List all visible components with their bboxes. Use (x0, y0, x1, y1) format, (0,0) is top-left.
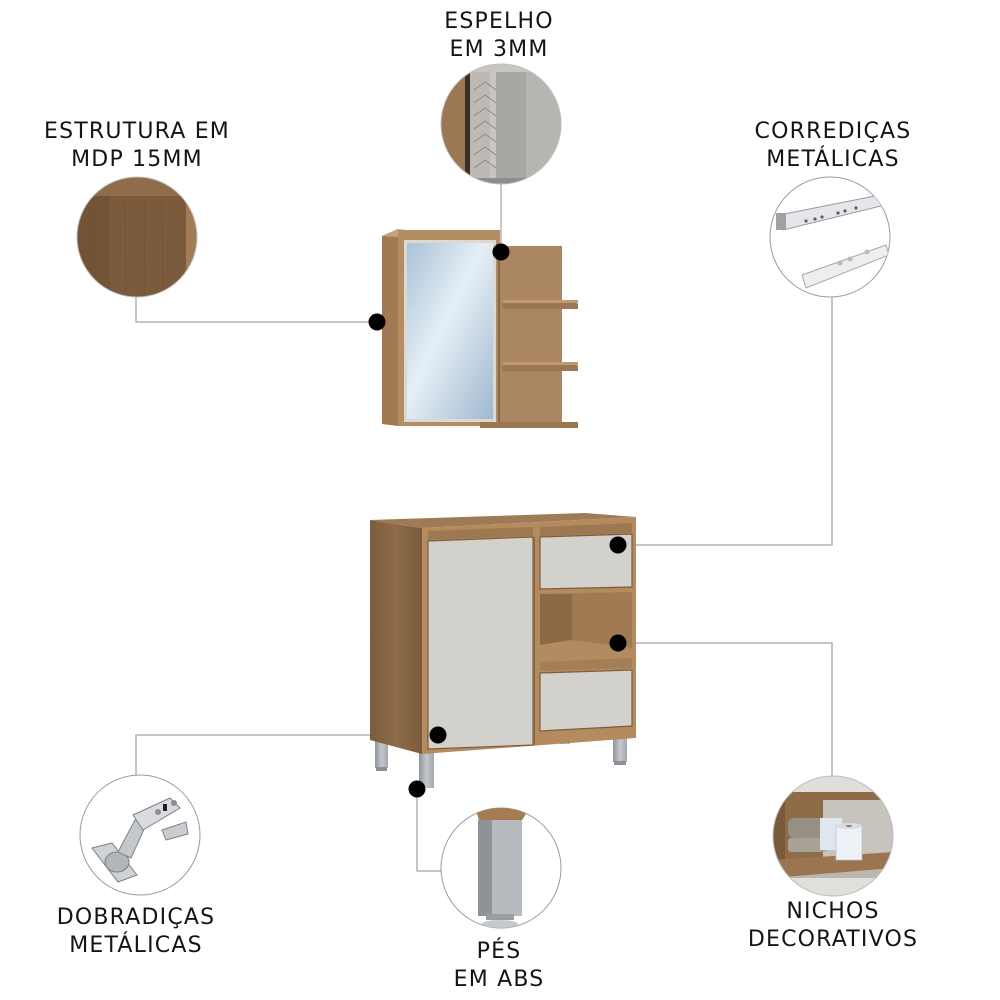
leg (419, 750, 434, 788)
label-structure: ESTRUTURA EM MDP 15MM (44, 118, 230, 174)
leader-line-structure (135, 297, 377, 323)
door (427, 536, 534, 750)
mirror-cabinet-illustration (382, 229, 578, 428)
leader-lines (135, 184, 833, 872)
marker-dot-structure (368, 313, 386, 331)
drawer-slide-detail-icon (769, 176, 891, 298)
label-feet: PÉS EM ABS (454, 938, 545, 994)
label-hinges-line1: DOBRADIÇAS (56, 905, 216, 930)
label-structure-line2: MDP 15MM (71, 147, 203, 172)
label-structure-line1: ESTRUTURA EM (44, 119, 230, 144)
marker-dot-hinges (429, 726, 447, 744)
label-slides-line2: METÁLICAS (766, 147, 900, 172)
wood-panel-detail-icon (76, 176, 198, 298)
label-mirror-line1: ESPELHO (444, 9, 554, 34)
lower-drawer (539, 669, 633, 732)
label-niches-line2: DECORATIVOS (747, 927, 919, 952)
leader-line-slides (618, 297, 833, 546)
upper-drawer (539, 533, 633, 590)
label-mirror: ESPELHO EM 3MM (444, 8, 554, 64)
label-niches-line1: NICHOS (786, 899, 880, 924)
label-feet-line1: PÉS (476, 939, 522, 964)
label-slides: CORREDIÇAS METÁLICAS (755, 118, 912, 174)
abs-foot-detail-icon (440, 807, 562, 929)
base-cabinet-illustration (370, 513, 636, 788)
marker-dot-slides (609, 536, 627, 554)
label-slides-line1: CORREDIÇAS (754, 119, 912, 144)
hinge-detail-icon (79, 774, 201, 896)
label-hinges-line2: METÁLICAS (69, 933, 203, 958)
marker-dot-feet (408, 780, 426, 798)
label-hinges: DOBRADIÇAS METÁLICAS (57, 904, 216, 960)
leader-line-niches (618, 642, 833, 776)
label-feet-line2: EM ABS (453, 967, 545, 992)
leader-line-feet (416, 789, 441, 872)
marker-dot-niches (609, 634, 627, 652)
leg (375, 738, 388, 768)
leader-line-hinges (135, 734, 438, 775)
markers (368, 243, 627, 798)
mirror-detail-icon (440, 63, 562, 185)
label-mirror-line2: EM 3MM (449, 37, 549, 62)
niche-detail-icon (772, 775, 894, 897)
marker-dot-mirror (492, 243, 510, 261)
label-niches: NICHOS DECORATIVOS (748, 898, 918, 954)
